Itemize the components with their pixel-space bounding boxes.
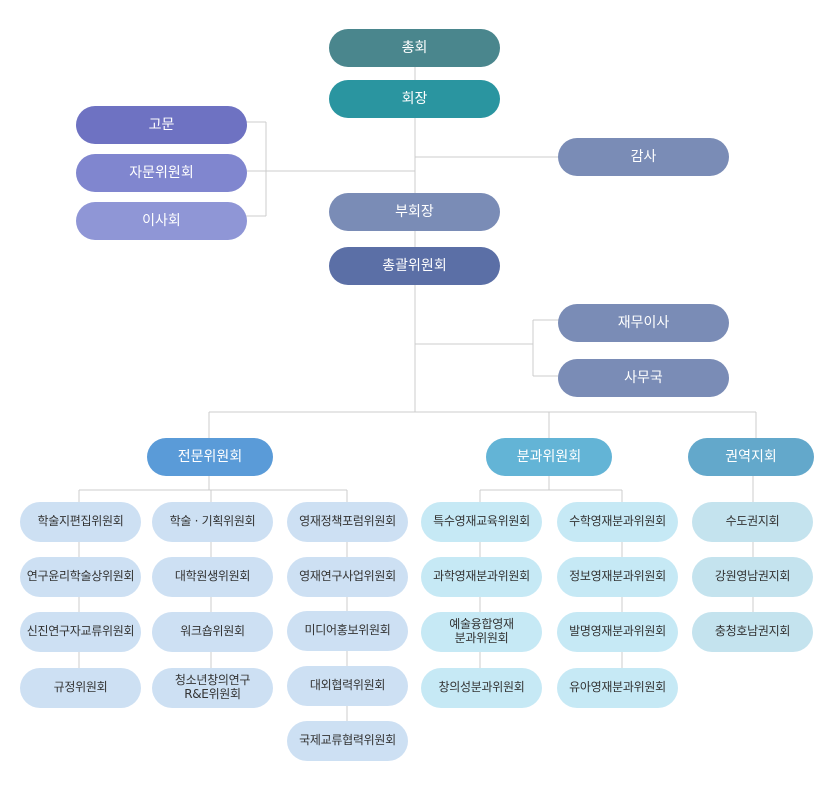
expert-item: 학술 · 기획위원회 xyxy=(152,502,273,542)
division-item: 정보영재분과위원회 xyxy=(557,557,678,597)
division-item: 예술융합영재 분과위원회 xyxy=(421,612,542,652)
expert-item: 연구윤리학술상위원회 xyxy=(20,557,141,597)
expert-item: 국제교류협력위원회 xyxy=(287,721,408,761)
expert-item: 영재정책포럼위원회 xyxy=(287,502,408,542)
vice-president-box: 부회장 xyxy=(329,193,500,231)
expert-item: 대학원생위원회 xyxy=(152,557,273,597)
division-item: 수학영재분과위원회 xyxy=(557,502,678,542)
finance-director-box: 재무이사 xyxy=(558,304,729,342)
division-item: 발명영재분과위원회 xyxy=(557,612,678,652)
expert-item: 영재연구사업위원회 xyxy=(287,557,408,597)
advisory-committee-box: 자문위원회 xyxy=(76,154,247,192)
regional-item: 수도권지회 xyxy=(692,502,813,542)
secretariat-box: 사무국 xyxy=(558,359,729,397)
regional-item: 충청호남권지회 xyxy=(692,612,813,652)
general-assembly-box: 총회 xyxy=(329,29,500,67)
regional-branch-header: 권역지회 xyxy=(688,438,814,476)
division-item: 유아영재분과위원회 xyxy=(557,668,678,708)
expert-committee-header: 전문위원회 xyxy=(147,438,273,476)
regional-item: 강원영남권지회 xyxy=(692,557,813,597)
president-box: 회장 xyxy=(329,80,500,118)
division-item: 창의성분과위원회 xyxy=(421,668,542,708)
general-committee-box: 총괄위원회 xyxy=(329,247,500,285)
division-item: 특수영재교육위원회 xyxy=(421,502,542,542)
auditor-box: 감사 xyxy=(558,138,729,176)
expert-item: 청소년창의연구 R&E위원회 xyxy=(152,668,273,708)
expert-item: 워크숍위원회 xyxy=(152,612,273,652)
division-item: 과학영재분과위원회 xyxy=(421,557,542,597)
advisor-box: 고문 xyxy=(76,106,247,144)
expert-item: 미디어홍보위원회 xyxy=(287,611,408,651)
division-committee-header: 분과위원회 xyxy=(486,438,612,476)
expert-item: 학술지편집위원회 xyxy=(20,502,141,542)
expert-item: 신진연구자교류위원회 xyxy=(20,612,141,652)
expert-item: 대외협력위원회 xyxy=(287,666,408,706)
board-box: 이사회 xyxy=(76,202,247,240)
expert-item: 규정위원회 xyxy=(20,668,141,708)
